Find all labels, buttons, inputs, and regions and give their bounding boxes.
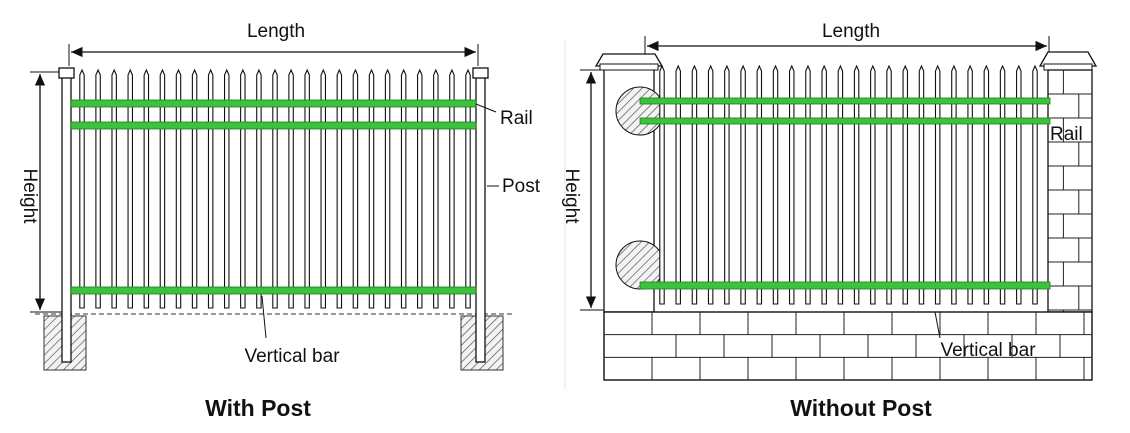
left-rail-label: Rail — [500, 108, 533, 129]
vertical-bar — [207, 68, 214, 309]
vertical-bar — [821, 64, 827, 305]
right-length-dimension: Length — [644, 21, 1050, 60]
vertical-bar — [224, 68, 230, 309]
vertical-bar — [805, 64, 811, 305]
right-height-label: Height — [561, 169, 582, 225]
vertical-bar — [772, 64, 779, 305]
vertical-bar — [756, 64, 763, 305]
vertical-bar — [934, 64, 941, 305]
left-vertical-bar-label: Vertical bar — [244, 346, 340, 367]
right-length-label: Length — [822, 21, 880, 42]
left-vertical-bars — [79, 68, 471, 309]
vertical-bar — [1032, 64, 1038, 305]
without-post-diagram: Length Height — [561, 21, 1098, 421]
vertical-bar — [127, 68, 133, 309]
vertical-bar — [740, 64, 746, 305]
left-rail-bottom — [70, 286, 477, 295]
vertical-bar — [659, 64, 665, 305]
vertical-bar — [400, 68, 407, 309]
vertical-bar — [675, 64, 681, 305]
vertical-bar — [352, 68, 359, 309]
vertical-bar — [384, 68, 391, 309]
right-rail-label: Rail — [1050, 124, 1083, 145]
vertical-bar — [433, 68, 439, 309]
vertical-bar — [272, 68, 278, 309]
vertical-bar — [417, 68, 423, 309]
left-length-label: Length — [247, 21, 305, 42]
vertical-bar — [111, 68, 117, 309]
left-caption: With Post — [205, 395, 311, 421]
vertical-bar — [240, 68, 246, 309]
vertical-bar — [449, 68, 455, 309]
vertical-bar — [288, 68, 294, 309]
vertical-bar — [951, 64, 957, 305]
right-vertical-bar-label: Vertical bar — [940, 340, 1036, 361]
vertical-bar — [918, 64, 925, 305]
vertical-bar — [886, 64, 892, 305]
right-vertical-bars — [659, 64, 1038, 305]
with-post-diagram: Length Height — [19, 21, 541, 421]
right-rail-top — [639, 97, 1051, 105]
vertical-bar — [465, 68, 471, 309]
left-rail-top — [70, 99, 477, 108]
right-caption: Without Post — [790, 395, 932, 421]
vertical-bar — [336, 68, 343, 309]
left-post-2 — [472, 67, 489, 363]
vertical-bar — [175, 68, 182, 309]
vertical-bar — [79, 68, 85, 309]
right-base-brick-wall — [603, 311, 1093, 381]
left-pillar-cutaway-top — [615, 86, 665, 136]
vertical-bar — [304, 68, 310, 309]
vertical-bar — [724, 64, 730, 305]
right-brick-pillar — [1038, 51, 1098, 313]
right-rail-bottom — [639, 281, 1051, 290]
vertical-bar — [853, 64, 860, 305]
vertical-bar — [159, 68, 166, 309]
left-length-dimension: Length — [68, 21, 479, 66]
vertical-bar — [95, 68, 101, 309]
vertical-bar — [707, 64, 714, 305]
left-post-1 — [58, 67, 75, 363]
right-rail-upper — [639, 117, 1051, 125]
vertical-bar — [788, 64, 795, 305]
right-rails — [639, 97, 1051, 290]
vertical-bar — [691, 64, 698, 305]
left-height-dimension: Height — [19, 71, 62, 313]
vertical-bar — [837, 64, 844, 305]
left-height-label: Height — [19, 169, 40, 225]
vertical-bar — [143, 68, 150, 309]
right-height-dimension: Height — [561, 69, 605, 311]
right-left-pillar — [594, 53, 665, 313]
left-rail-upper — [70, 121, 477, 130]
vertical-bar — [999, 64, 1006, 305]
vertical-bar — [1016, 64, 1022, 305]
left-rails — [70, 99, 477, 295]
vertical-bar — [902, 64, 909, 305]
vertical-bar — [967, 64, 973, 305]
vertical-bar — [320, 68, 326, 309]
vertical-bar — [191, 68, 198, 309]
vertical-bar — [368, 68, 375, 309]
vertical-bar — [983, 64, 990, 305]
vertical-bar — [870, 64, 876, 305]
vertical-bar — [256, 68, 262, 309]
left-post-label: Post — [502, 176, 541, 197]
